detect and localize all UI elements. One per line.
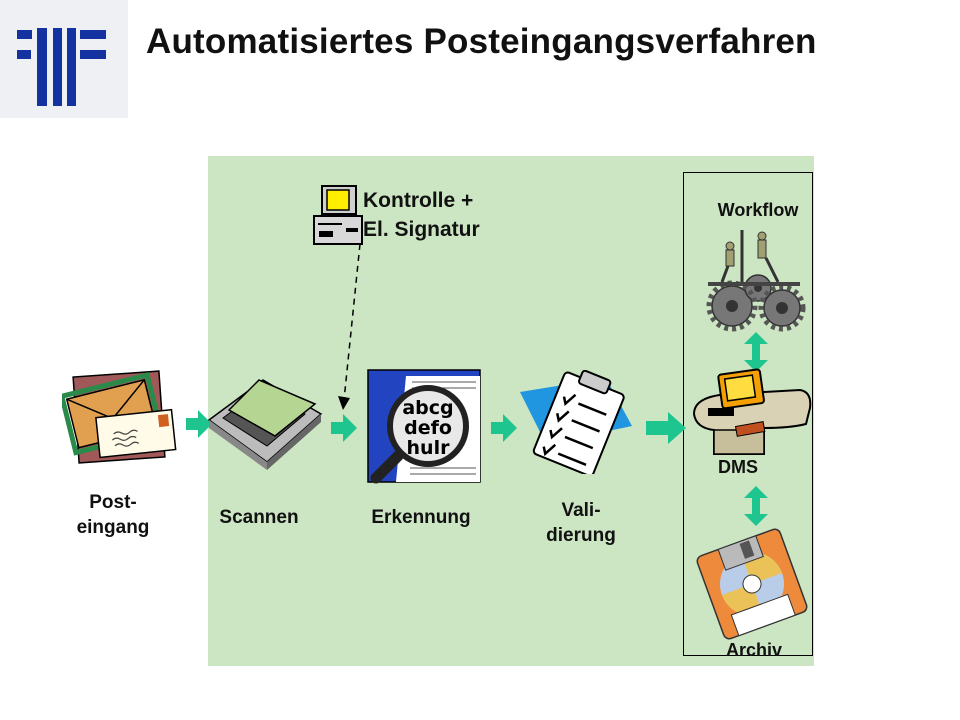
- scanner-icon: [207, 379, 323, 470]
- clipboard-checklist-icon: [520, 370, 632, 474]
- flow-arrow: [331, 414, 357, 442]
- magnifier-ocr-icon: abcg defo hulr: [367, 369, 481, 484]
- ocr-line-2: defo: [404, 417, 452, 439]
- dms-label: DMS: [718, 457, 758, 477]
- double-arrow: [744, 332, 768, 372]
- logo: [0, 0, 128, 118]
- page-title: Automatisiertes Posteingangsverfahren: [146, 22, 817, 61]
- flow-arrow: [186, 410, 212, 438]
- step-label-posteingang: Post- eingang: [76, 492, 150, 538]
- computer-icon: [313, 185, 363, 245]
- workflow-label: Workflow: [717, 200, 799, 220]
- archiv-label: Archiv: [725, 640, 783, 660]
- flow-arrow: [646, 412, 686, 444]
- step-label-scannen: Scannen: [219, 507, 299, 528]
- step-label-erkennung: Erkennung: [371, 507, 471, 528]
- double-arrow: [744, 486, 768, 526]
- ocr-line-3: hulr: [407, 437, 451, 459]
- flow-arrow: [491, 414, 517, 442]
- control-dashed-arrow: [338, 243, 361, 410]
- mail-envelopes-icon: [62, 370, 177, 464]
- workflow-gears-icon: [706, 230, 806, 332]
- eagle-logo-icon: [17, 28, 106, 106]
- control-label: Kontrolle + El. Signatur: [363, 189, 480, 241]
- step-label-validierung: Vali- dierung: [546, 500, 616, 546]
- archive-disk-icon: [696, 528, 808, 640]
- dms-workstation-icon: [692, 368, 812, 455]
- system-box: [683, 172, 813, 656]
- ocr-line-1: abcg: [402, 397, 453, 419]
